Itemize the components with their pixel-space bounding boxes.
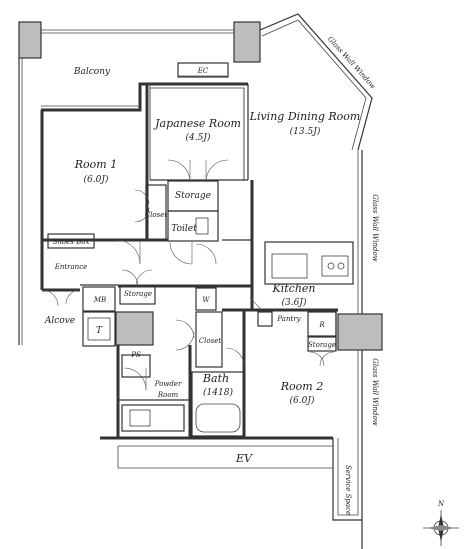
ec-label: EC (197, 67, 209, 75)
glass-wall-window-mid: Glass Wall Window (371, 194, 379, 261)
powder-room-label: Powder (154, 380, 182, 388)
t-label: T (96, 326, 103, 336)
mb-label: MB (93, 296, 106, 304)
column-top-left (18, 21, 42, 59)
ec-box (177, 62, 229, 78)
storage-mid-label: Storage (124, 290, 152, 298)
room1-label: Room 1 (74, 158, 117, 171)
kitchen-size: (3.6J) (282, 297, 307, 308)
bath-label: Bath (202, 372, 229, 385)
column-top-right (233, 21, 261, 63)
closet-left-label: Closet (145, 211, 168, 219)
storage-top-label: Storage (175, 191, 211, 201)
room1-size: (6.0J) (84, 174, 109, 185)
pantry-label: Pantry (276, 315, 301, 323)
powder-room-label-2: Room (157, 391, 179, 399)
shoes-box-label: Shoes Box (53, 238, 90, 246)
doors (41, 159, 335, 391)
closet-right-label: Closet (199, 337, 222, 345)
walls (18, 13, 383, 549)
entrance-label: Entrance (54, 263, 88, 271)
column-right (337, 313, 383, 351)
japanese-room-size: (4.5J) (186, 132, 211, 143)
living-dining-size: (13.5J) (290, 126, 321, 137)
living-dining-label: Living Dining Room (249, 110, 361, 123)
glass-wall-window-bottom: Glass Wall Window (371, 358, 379, 425)
japanese-room-label: Japanese Room (153, 117, 241, 130)
room2-size: (6.0J) (290, 395, 315, 406)
storage-right-label: Storage (308, 341, 336, 349)
compass: N (423, 500, 459, 546)
column-mid (115, 311, 154, 346)
bath-size: (1418) (203, 387, 233, 398)
toilet-label: Toilet (171, 224, 197, 234)
glass-wall-window-top: Glass Wall Window (326, 35, 377, 90)
balcony-label: Balcony (73, 67, 111, 77)
ev-label: EV (235, 452, 253, 465)
r-label: R (318, 321, 325, 329)
kitchen-label: Kitchen (272, 282, 316, 295)
w-label: W (202, 296, 210, 304)
service-space-label: Service Space (344, 465, 352, 515)
alcove-label: Alcove (44, 316, 75, 326)
ps-label: PS (130, 351, 141, 359)
compass-north-label: N (437, 500, 445, 508)
room2-label: Room 2 (280, 380, 323, 393)
